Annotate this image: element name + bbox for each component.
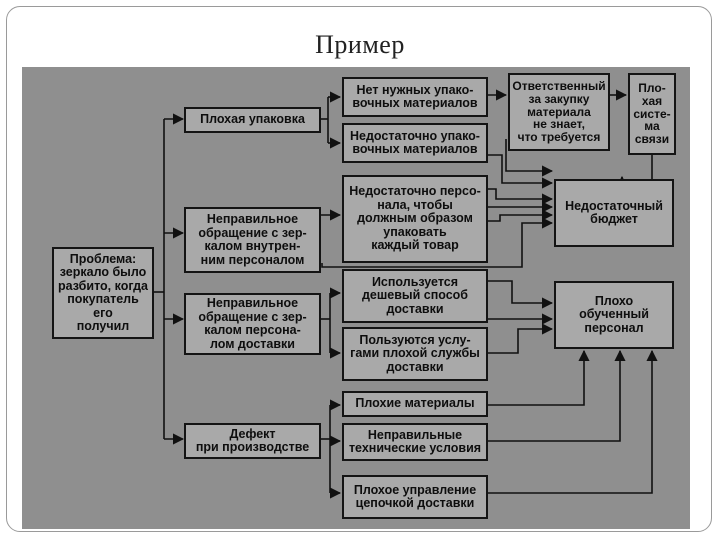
subcause-poor-delivery-service: Пользуются услу- гами плохой службы дост…	[342, 327, 488, 381]
slide-title: Пример	[315, 30, 405, 59]
connector-lines	[152, 89, 658, 499]
subcause-insufficient-staff: Недостаточно персо- нала, чтобы должным …	[342, 175, 488, 263]
subcause-bad-materials: Плохие материалы	[342, 391, 488, 417]
root-low-budget: Недостаточный бюджет	[554, 179, 674, 247]
subcause-poor-supply-chain: Плохое управление цепочкой доставки	[342, 475, 488, 519]
cause-production-defect: Дефект при производстве	[184, 423, 321, 459]
subcause-insufficient-materials: Недостаточно упако- вочных материалов	[342, 123, 488, 163]
root-bad-comms: Пло- хая систе- ма связи	[628, 73, 676, 155]
cause-delivery-handling: Неправильное обращение с зер- калом перс…	[184, 293, 321, 355]
root-poor-training: Плохо обученный персонал	[554, 281, 674, 349]
subcause-cheap-delivery: Используется дешевый способ доставки	[342, 269, 488, 323]
diagram-scan: Проблема: зеркало было разбито, когда по…	[22, 67, 690, 529]
subcause-wrong-specs: Неправильные технические условия	[342, 423, 488, 461]
cause-internal-handling: Неправильное обращение с зер- калом внут…	[184, 207, 321, 273]
cause-bad-packaging: Плохая упаковка	[184, 107, 321, 133]
subcause-no-materials: Нет нужных упако- вочных материалов	[342, 77, 488, 117]
problem-box: Проблема: зеркало было разбито, когда по…	[52, 247, 154, 339]
root-purchaser-unaware: Ответственный за закупку материала не зн…	[508, 73, 610, 151]
